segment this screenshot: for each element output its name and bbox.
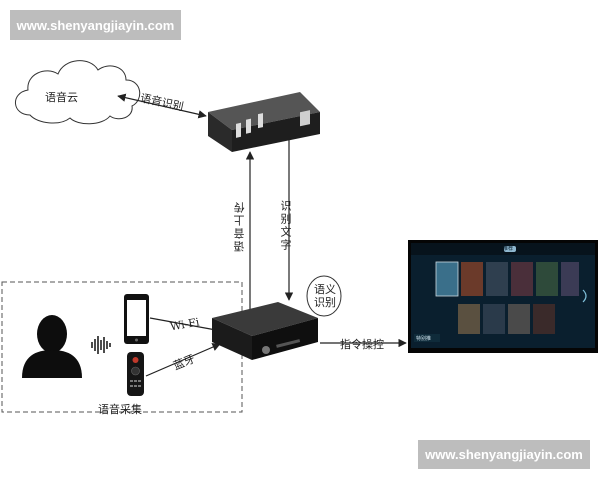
command-control-label: 指令操控 bbox=[340, 338, 384, 351]
soundwave-icon bbox=[91, 336, 111, 354]
watermark-bottom: www.shenyangjiayin.com bbox=[418, 440, 590, 469]
semantic-recognition-label: 语义识别 bbox=[314, 283, 336, 309]
cloud-label: 语音云 bbox=[45, 91, 78, 104]
person-icon bbox=[22, 315, 82, 378]
tv-icon bbox=[408, 240, 598, 353]
cloud-shape bbox=[15, 60, 141, 125]
line-wifi bbox=[149, 317, 217, 331]
remote-icon bbox=[127, 352, 144, 396]
smartphone-icon bbox=[124, 294, 149, 344]
recognized-text-label: 识别文字 bbox=[279, 200, 292, 252]
tv-bottom-tag: 特别推 bbox=[416, 336, 432, 342]
arrow-cloud-server bbox=[117, 93, 207, 119]
watermark-top: www.shenyangjiayin.com bbox=[10, 10, 181, 40]
tv-top-tab: 推荐 bbox=[503, 246, 514, 252]
settop-box-icon bbox=[212, 302, 318, 360]
semantic-circle bbox=[306, 275, 342, 317]
line-bluetooth bbox=[145, 343, 221, 377]
voice-upload-label: 语音上传 bbox=[233, 200, 246, 252]
voice-capture-label: 语音采集 bbox=[98, 403, 142, 416]
server-icon bbox=[208, 92, 320, 152]
voice-capture-area bbox=[1, 281, 243, 413]
